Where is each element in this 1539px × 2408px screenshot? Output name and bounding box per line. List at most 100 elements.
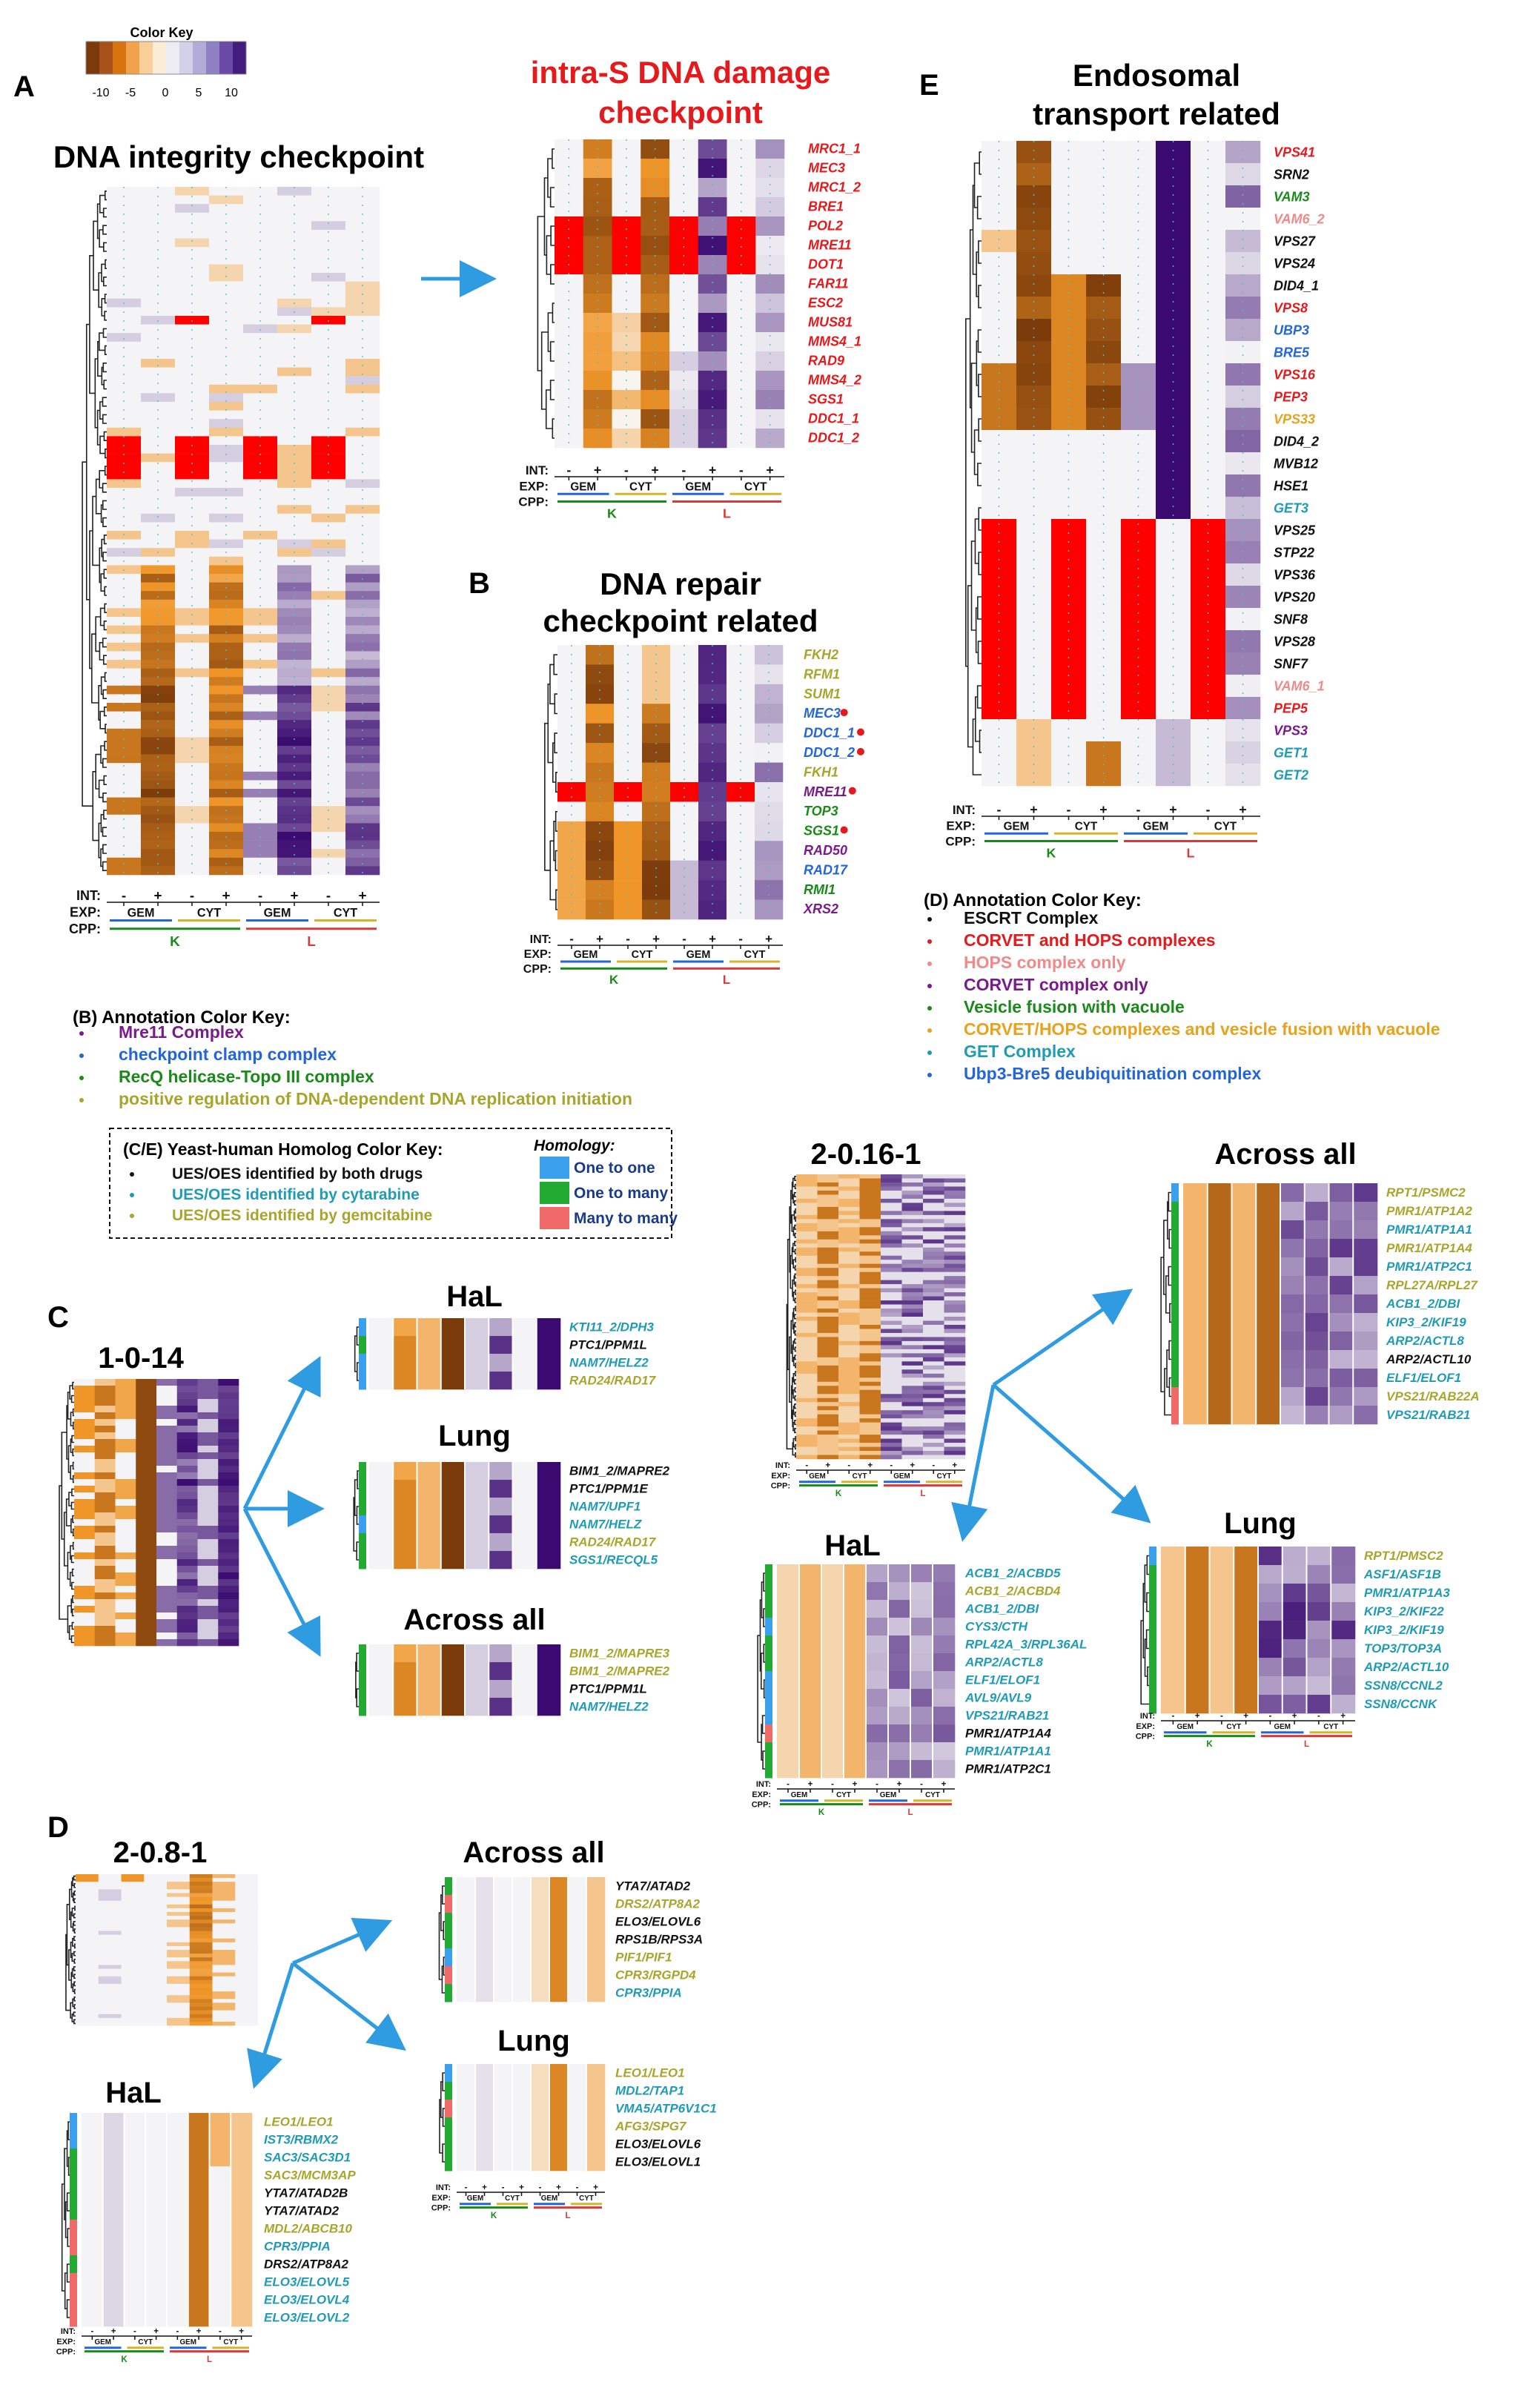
heatmap-cell bbox=[494, 1966, 513, 1985]
heatmap-cell bbox=[277, 376, 312, 386]
heatmap-cell bbox=[209, 393, 244, 403]
heatmap-cell bbox=[311, 333, 346, 343]
heatmap-cell bbox=[755, 899, 784, 920]
heatmap-cell bbox=[796, 1410, 818, 1415]
axis-label: CYT bbox=[744, 949, 766, 961]
gene-label: VPS16 bbox=[1274, 368, 1316, 383]
heatmap-cell bbox=[549, 1913, 569, 1931]
axis-label: INT: bbox=[61, 2327, 76, 2336]
heatmap-cell bbox=[107, 204, 142, 214]
heatmap-cell bbox=[586, 1948, 606, 1967]
heatmap-cell bbox=[175, 849, 210, 859]
heatmap-cell bbox=[944, 1288, 966, 1293]
gene-label: DDC1_1 bbox=[804, 726, 855, 741]
heatmap-cell bbox=[796, 1418, 818, 1423]
heatmap-cell bbox=[901, 1251, 924, 1257]
heatmap-cell bbox=[175, 754, 210, 764]
heatmap-cell bbox=[189, 1916, 213, 1920]
heatmap-cell bbox=[311, 496, 346, 506]
heatmap-cell bbox=[910, 1760, 933, 1779]
dendrogram-branch bbox=[1140, 1620, 1149, 1705]
heatmap-cell bbox=[144, 2017, 168, 2022]
dendrogram-branch bbox=[103, 621, 107, 631]
heatmap-cell bbox=[277, 840, 312, 850]
heatmap-cell bbox=[838, 1227, 860, 1232]
heatmap-cell bbox=[74, 1559, 96, 1567]
heatmap-cell bbox=[243, 522, 278, 532]
heatmap-cell bbox=[94, 1566, 116, 1573]
homology-bar-segment bbox=[1171, 1183, 1179, 1203]
heatmap-cell bbox=[817, 1349, 839, 1354]
gene-label: UBP3 bbox=[1274, 323, 1309, 338]
heatmap-cell bbox=[901, 1349, 924, 1354]
heatmap-cell bbox=[121, 1896, 145, 1901]
heatmap-cell bbox=[212, 1942, 236, 1947]
heatmap-cell bbox=[144, 1919, 168, 1924]
heatmap-cell bbox=[74, 1406, 96, 1413]
heatmap-cell bbox=[345, 376, 380, 386]
heatmap-cell bbox=[796, 1353, 818, 1358]
heatmap-cell bbox=[141, 212, 176, 222]
heatmap-cell bbox=[167, 2014, 191, 2019]
heatmap-cell bbox=[838, 1324, 860, 1329]
heatmap-cell bbox=[1209, 1565, 1234, 1584]
heatmap-cell bbox=[121, 1912, 145, 1916]
heatmap-cell bbox=[115, 1599, 136, 1607]
axis-label: + bbox=[556, 2183, 561, 2192]
heatmap-cell bbox=[212, 1938, 236, 1943]
heatmap-cell bbox=[901, 1174, 924, 1179]
dendrogram-branch bbox=[102, 208, 107, 218]
gene-label: RPT1/PSMC2 bbox=[1386, 1185, 1466, 1200]
heatmap-cell bbox=[910, 1742, 933, 1761]
heatmap-cell bbox=[821, 1582, 844, 1601]
heatmap-cell bbox=[838, 1320, 860, 1326]
heatmap-cell bbox=[277, 427, 312, 437]
heatmap-cell bbox=[901, 1235, 924, 1240]
heatmap-cell bbox=[568, 1877, 587, 1896]
heatmap-cell bbox=[94, 1539, 116, 1547]
homology-bar-segment bbox=[1171, 1257, 1179, 1277]
heatmap-cell bbox=[881, 1365, 902, 1370]
gene-label: ASF1/ASF1B bbox=[1363, 1567, 1441, 1581]
heatmap-cell bbox=[175, 746, 210, 755]
panel-d-lung-heatmap bbox=[439, 2064, 606, 2172]
heatmap-cell bbox=[189, 1885, 213, 1890]
heatmap-cell bbox=[277, 694, 312, 704]
heatmap-cell bbox=[901, 1296, 924, 1301]
homology-bar-segment bbox=[1171, 1294, 1179, 1314]
heatmap-cell bbox=[189, 1995, 213, 2000]
dendrogram-branch bbox=[761, 1715, 765, 1734]
axis-label: + bbox=[153, 2327, 159, 2336]
heatmap-cell bbox=[1304, 1257, 1329, 1277]
heatmap-cell bbox=[1280, 1239, 1305, 1258]
heatmap-cell bbox=[844, 1707, 867, 1725]
dendrogram-branch bbox=[103, 535, 107, 545]
heatmap-cell bbox=[277, 496, 312, 506]
heatmap-cell bbox=[1225, 430, 1261, 453]
panel-b-dendrogram bbox=[544, 654, 557, 910]
heatmap-cell bbox=[944, 1284, 966, 1289]
heatmap-cell bbox=[859, 1178, 881, 1183]
heatmap-cell bbox=[755, 332, 785, 352]
heatmap-cell bbox=[888, 1707, 911, 1725]
heatmap-cell bbox=[141, 247, 176, 257]
heatmap-cell bbox=[209, 479, 244, 489]
heatmap-cell bbox=[866, 1635, 889, 1654]
heatmap-cell bbox=[799, 1707, 822, 1725]
heatmap-cell bbox=[881, 1182, 902, 1187]
heatmap-cell bbox=[821, 1707, 844, 1725]
heatmap-cell bbox=[1353, 1313, 1378, 1332]
panel-c-lung-genes: BIM1_2/MAPRE2PTC1/PPM1ENAM7/UPF1NAM7/HEL… bbox=[569, 1463, 670, 1567]
heatmap-cell bbox=[881, 1381, 902, 1386]
heatmap-cell bbox=[555, 159, 584, 179]
heatmap-cell bbox=[277, 187, 312, 196]
heatmap-cell bbox=[1280, 1350, 1305, 1369]
heatmap-cell bbox=[838, 1410, 860, 1415]
heatmap-cell bbox=[796, 1381, 818, 1386]
dendrogram-branch bbox=[795, 1257, 796, 1263]
heatmap-cell bbox=[121, 1954, 145, 1958]
heatmap-cell bbox=[944, 1455, 966, 1460]
axis-label: GEM bbox=[570, 480, 596, 493]
panel-d-hal-title: HaL bbox=[105, 2077, 162, 2109]
